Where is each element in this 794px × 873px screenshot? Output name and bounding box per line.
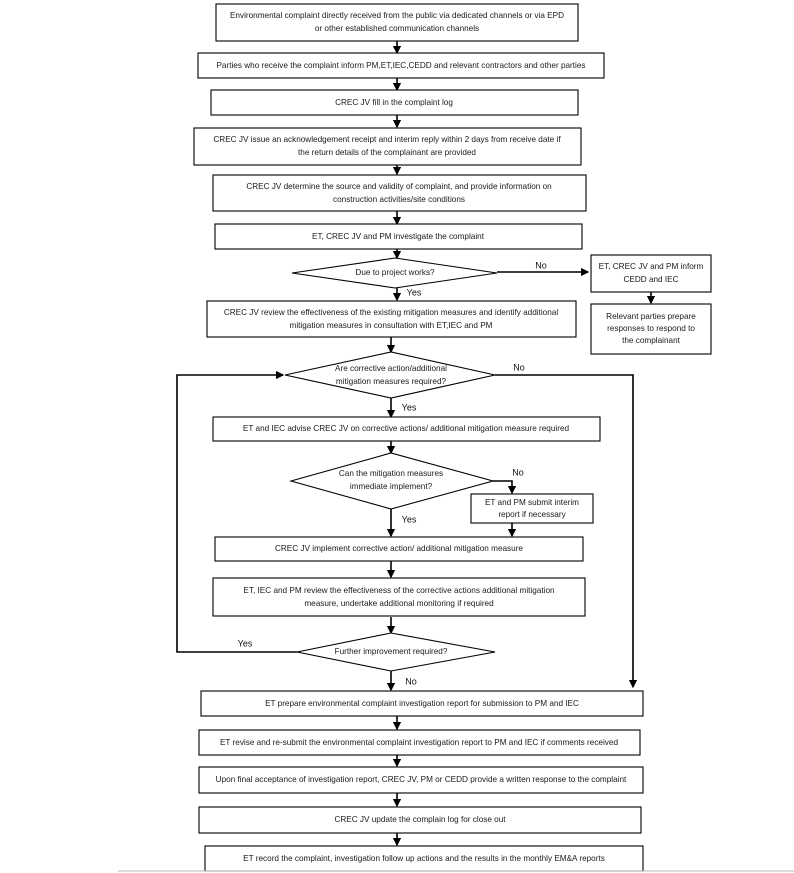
node-r1-line-1: CEDD and IEC — [623, 275, 678, 284]
node-n15-line-0: ET record the complaint, investigation f… — [243, 854, 605, 863]
node-n1-complaint-received[interactable]: Environmental complaint directly receive… — [215, 3, 579, 42]
node-n4-acknowledgement-receipt[interactable]: CREC JV issue an acknowledgement receipt… — [193, 127, 582, 166]
node-n9-implement-corrective-action[interactable]: CREC JV implement corrective action/ add… — [214, 536, 584, 562]
node-r3-shape — [470, 493, 594, 524]
edge-label-d2-yes: Yes — [402, 402, 417, 412]
node-n7-line-1: mitigation measures in consultation with… — [290, 321, 493, 330]
node-d2-shape — [284, 351, 496, 399]
node-n8-advise-corrective-actions[interactable]: ET and IEC advise CREC JV on corrective … — [212, 416, 601, 442]
node-d3-line-1: immediate implement? — [350, 482, 433, 491]
node-n13-shape — [198, 766, 644, 794]
node-r3-line-0: ET and PM submit interim — [485, 498, 579, 507]
node-n5-line-0: CREC JV determine the source and validit… — [246, 182, 552, 191]
node-n15-shape — [204, 845, 644, 872]
edge-d2-no-bypass — [495, 374, 638, 689]
node-n13-written-response[interactable]: Upon final acceptance of investigation r… — [198, 766, 644, 794]
node-n5-determine-source-validity[interactable]: CREC JV determine the source and validit… — [212, 174, 587, 212]
node-r2-line-1: responses to respond to — [607, 324, 695, 333]
node-n6-line-0: ET, CREC JV and PM investigate the compl… — [312, 232, 485, 241]
node-d3-line-0: Can the mitigation measures — [339, 469, 443, 478]
node-n8-line-0: ET and IEC advise CREC JV on corrective … — [243, 424, 570, 433]
node-n3-fill-complaint-log[interactable]: CREC JV fill in the complaint log — [210, 89, 579, 116]
node-n11-shape — [200, 690, 644, 717]
node-n1-line-0: Environmental complaint directly receive… — [230, 11, 564, 20]
node-n4-line-0: CREC JV issue an acknowledgement receipt… — [213, 135, 561, 144]
node-r2-line-2: the complainant — [622, 336, 681, 345]
node-n7-line-0: CREC JV review the effectiveness of the … — [224, 308, 559, 317]
node-n10-line-0: ET, IEC and PM review the effectiveness … — [243, 586, 555, 595]
node-d1-line-0: Due to project works? — [355, 268, 435, 277]
node-n6-investigate-complaint[interactable]: ET, CREC JV and PM investigate the compl… — [214, 223, 583, 250]
node-r1-line-0: ET, CREC JV and PM inform — [599, 262, 704, 271]
edge-label-d3-no: No — [512, 467, 524, 477]
node-d3-can-implement-immediately[interactable]: Can the mitigation measures immediate im… — [288, 452, 496, 510]
node-n10-line-1: measure, undertake additional monitoring… — [304, 599, 494, 608]
edge-label-d3-yes: Yes — [402, 514, 417, 524]
edge-label-d2-no: No — [513, 362, 525, 372]
node-n13-line-0: Upon final acceptance of investigation r… — [216, 775, 627, 784]
node-r2-relevant-parties-respond[interactable]: Relevant parties prepare responses to re… — [590, 303, 712, 355]
node-n10-review-corrective-effectiveness[interactable]: ET, IEC and PM review the effectiveness … — [212, 577, 586, 617]
node-n5-shape — [212, 174, 587, 212]
node-n10-shape — [212, 577, 586, 617]
node-n14-line-0: CREC JV update the complain log for clos… — [334, 815, 506, 824]
node-n2-shape — [197, 52, 605, 79]
node-r1-inform-cedd-iec[interactable]: ET, CREC JV and PM inform CEDD and IEC — [590, 254, 712, 293]
node-r3-line-1: report if necessary — [498, 510, 566, 519]
node-r2-line-0: Relevant parties prepare — [606, 312, 696, 321]
connectors — [176, 41, 656, 847]
node-r3-interim-report[interactable]: ET and PM submit interim report if neces… — [470, 493, 594, 524]
node-n15-record-in-emna-reports[interactable]: ET record the complaint, investigation f… — [204, 845, 644, 872]
node-d2-line-1: mitigation measures required? — [336, 377, 447, 386]
node-d3-shape — [288, 452, 496, 510]
node-r1-shape — [590, 254, 712, 293]
node-n5-line-1: construction activities/site conditions — [333, 195, 465, 204]
node-n8-shape — [212, 416, 601, 442]
node-n11-prepare-investigation-report[interactable]: ET prepare environmental complaint inves… — [200, 690, 644, 717]
node-r2-shape — [590, 303, 712, 355]
edge-d3-no-r3 — [493, 480, 517, 495]
node-n2-inform-parties[interactable]: Parties who receive the complaint inform… — [197, 52, 605, 79]
node-n7-review-mitigation-effectiveness[interactable]: CREC JV review the effectiveness of the … — [206, 300, 577, 338]
node-n6-shape — [214, 223, 583, 250]
edge-label-d1-yes: Yes — [407, 287, 422, 297]
node-n9-line-0: CREC JV implement corrective action/ add… — [275, 544, 523, 553]
node-n4-line-1: the return details of the complainant ar… — [298, 148, 476, 157]
node-n3-shape — [210, 89, 579, 116]
node-n9-shape — [214, 536, 584, 562]
node-n1-line-1: or other established communication chann… — [315, 24, 479, 33]
node-d4-shape — [296, 632, 496, 672]
node-n11-line-0: ET prepare environmental complaint inves… — [265, 699, 579, 708]
node-n4-shape — [193, 127, 582, 166]
node-n14-shape — [198, 806, 642, 834]
node-d4-line-0: Further improvement required? — [335, 647, 448, 656]
edge-label-d1-no: No — [535, 260, 547, 270]
node-n7-shape — [206, 300, 577, 338]
node-n2-line-0: Parties who receive the complaint inform… — [216, 61, 585, 70]
node-n3-line-0: CREC JV fill in the complaint log — [335, 98, 453, 107]
edge-label-d4-yes: Yes — [238, 638, 253, 648]
node-d1-due-to-project-works[interactable]: Due to project works? — [291, 257, 498, 289]
node-n14-update-log-close-out[interactable]: CREC JV update the complain log for clos… — [198, 806, 642, 834]
node-d2-corrective-action-required[interactable]: Are corrective action/additional mitigat… — [284, 351, 496, 399]
node-d2-line-0: Are corrective action/additional — [335, 364, 447, 373]
node-d1-shape — [291, 257, 498, 289]
edge-d4-yes-loopback — [176, 370, 297, 653]
node-n12-line-0: ET revise and re-submit the environmenta… — [220, 738, 618, 747]
edge-label-d4-no: No — [405, 676, 417, 686]
node-d4-further-improvement-required[interactable]: Further improvement required? — [296, 632, 496, 672]
node-n12-revise-resubmit-report[interactable]: ET revise and re-submit the environmenta… — [198, 729, 641, 756]
node-n12-shape — [198, 729, 641, 756]
node-n1-shape — [215, 3, 579, 42]
